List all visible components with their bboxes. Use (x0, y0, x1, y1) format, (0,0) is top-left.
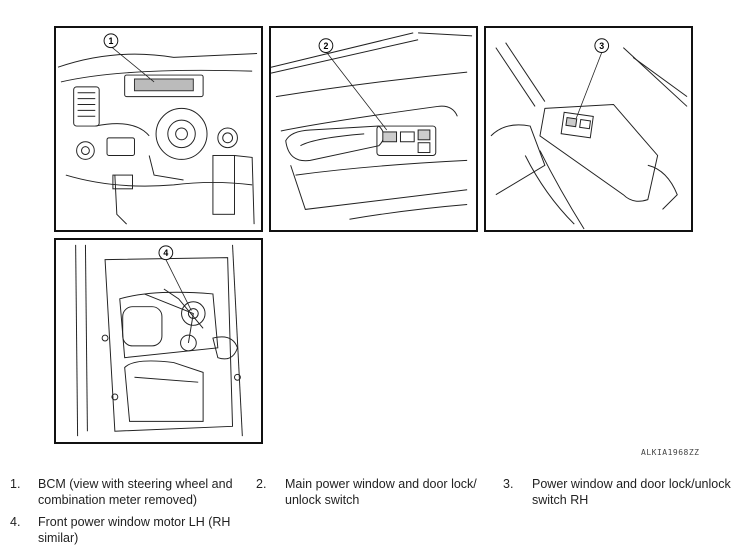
callout-1: 1 (108, 36, 113, 46)
callout-1-circle (103, 33, 119, 49)
main-switch-illustration: 2 (271, 32, 473, 220)
legend-text-line: BCM (view with steering wheel and (38, 477, 233, 491)
panel-main-window-switch: 2 (269, 26, 478, 232)
callout-3-circle (594, 38, 610, 54)
motor-illustration: 4 (75, 244, 243, 437)
legend-text-line: Front power window motor LH (RH (38, 515, 231, 529)
legend-text-line: Power window and door lock/unlock (532, 477, 731, 491)
callout-4-circle (158, 245, 174, 261)
legend-num: 2. (256, 477, 267, 491)
legend-item-3: 3. Power window and door lock/unlock swi… (503, 476, 746, 510)
legend-num: 1. (10, 477, 21, 491)
legend-text: Main power window and door lock/ unlock … (285, 476, 477, 508)
legend-item-4: 4. Front power window motor LH (RH simil… (10, 514, 250, 548)
legend-text-line: similar) (38, 531, 79, 545)
legend-item-1: 1. BCM (view with steering wheel and com… (10, 476, 250, 510)
panel-rh-window-switch: 3 (484, 26, 693, 232)
panel-bcm: 1 (54, 26, 263, 232)
legend-text: Power window and door lock/unlock switch… (532, 476, 731, 508)
legend-text-line: combination meter removed) (38, 493, 198, 507)
legend-text: BCM (view with steering wheel and combin… (38, 476, 233, 508)
bcm-illustration: 1 (57, 33, 258, 225)
callout-2-circle (318, 38, 334, 54)
callout-4: 4 (163, 248, 168, 258)
legend-num: 3. (503, 477, 514, 491)
legend-text: Front power window motor LH (RH similar) (38, 514, 230, 546)
rh-switch-illustration: 3 (490, 38, 688, 230)
callout-2: 2 (323, 41, 328, 51)
legend-item-2: 2. Main power window and door lock/ unlo… (256, 476, 496, 510)
legend-text-line: switch RH (532, 493, 589, 507)
legend-num: 4. (10, 515, 21, 529)
panel-window-motor: 4 (54, 238, 263, 444)
figure-code: ALKIA1968ZZ (641, 448, 700, 457)
legend-text-line: Main power window and door lock/ (285, 477, 477, 491)
callout-3: 3 (599, 41, 604, 51)
legend-text-line: unlock switch (285, 493, 360, 507)
